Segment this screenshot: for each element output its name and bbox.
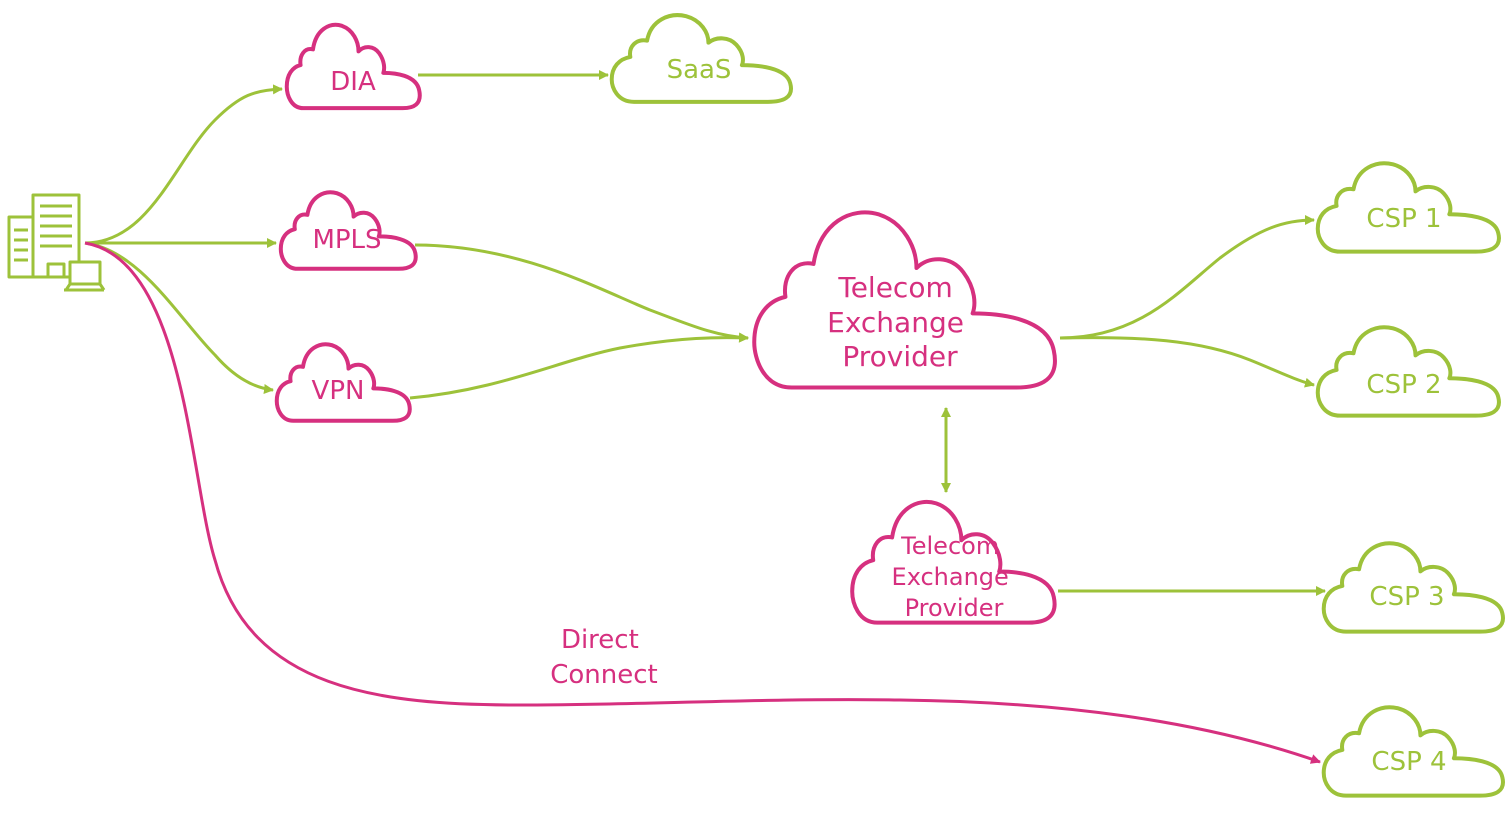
cloud-csp3-label: CSP 3: [1369, 582, 1444, 612]
cloud-csp3: CSP 3: [1324, 543, 1503, 631]
cloud-dia-label: DIA: [330, 67, 376, 97]
connector-office-to-dia: [84, 84, 283, 245]
cloud-csp1: CSP 1: [1318, 163, 1499, 251]
cloud-csp2: CSP 2: [1318, 327, 1499, 415]
cloud-telecom-exchange-main: Telecom Exchange Provider: [754, 212, 1055, 387]
exchange-main-line-2: Exchange: [827, 306, 964, 339]
cloud-telecom-exchange-secondary: Telecom Exchange Provider: [852, 502, 1054, 623]
office-building-icon: [7, 193, 106, 292]
connector-office-to-vpn: [84, 241, 274, 394]
cloud-csp1-label: CSP 1: [1366, 204, 1441, 234]
direct-connect-label: Direct Connect: [550, 625, 658, 690]
connector-vpn-to-exchange: [409, 332, 749, 400]
cloud-saas: SaaS: [612, 15, 791, 102]
exchange-secondary-line-1: Telecom: [900, 532, 999, 560]
cloud-vpn: VPN: [274, 342, 412, 423]
direct-connect-line-2: Connect: [550, 660, 658, 690]
cloud-csp4-label: CSP 4: [1371, 747, 1446, 777]
cloud-mpls: MPLS: [278, 190, 418, 271]
exchange-main-line-3: Provider: [842, 340, 958, 373]
direct-connect-line-1: Direct: [561, 625, 639, 655]
exchange-secondary-label: Telecom Exchange Provider: [892, 532, 1017, 622]
exchange-main-line-1: Telecom: [837, 271, 952, 304]
exchange-secondary-line-3: Provider: [905, 594, 1004, 622]
cloud-dia: DIA: [284, 22, 422, 111]
cloud-saas-label: SaaS: [667, 55, 732, 85]
connector-office-to-csp4-direct: [84, 241, 1321, 764]
exchange-secondary-line-2: Exchange: [892, 563, 1009, 591]
exchange-main-label: Telecom Exchange Provider: [827, 271, 973, 373]
connectors: [84, 70, 1326, 764]
cloud-csp4: CSP 4: [1324, 707, 1503, 795]
connector-mpls-to-exchange: [414, 243, 749, 343]
connector-exchange-to-csp2: [1059, 336, 1315, 388]
cloud-vpn-label: VPN: [312, 376, 365, 406]
connector-exchange-to-csp1: [1059, 215, 1315, 340]
cloud-mpls-label: MPLS: [312, 225, 381, 255]
cloud-csp2-label: CSP 2: [1366, 370, 1441, 400]
